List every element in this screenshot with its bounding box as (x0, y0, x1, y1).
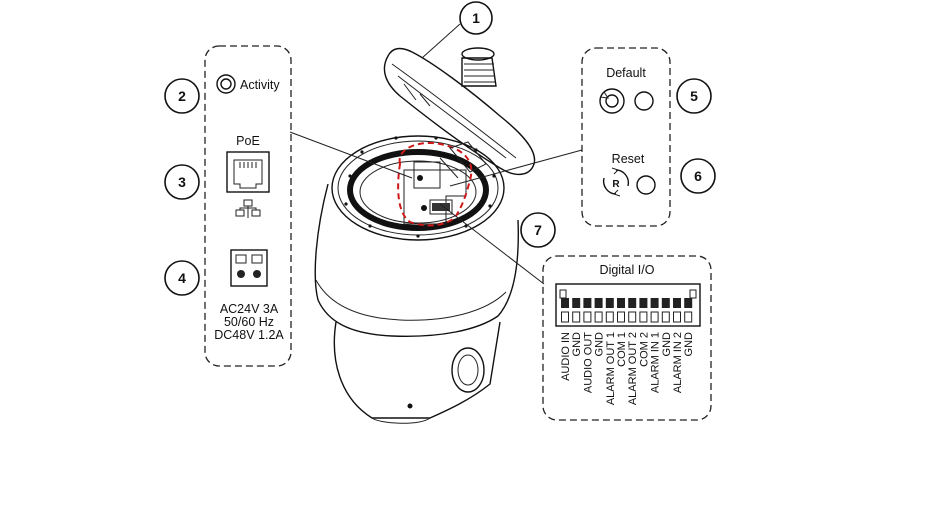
activity-led-icon (216, 74, 236, 94)
digital-io-title: Digital I/O (600, 263, 655, 277)
reset-button-group: Reset R (602, 152, 656, 197)
default-icon (599, 88, 625, 114)
network-icon (235, 199, 261, 218)
io-pin-10 (661, 298, 670, 323)
default-button[interactable] (634, 91, 654, 111)
io-pin-label-2: GND (571, 332, 583, 357)
callout-1: 1 (459, 1, 493, 35)
io-pin-label-6: COM 1 (616, 332, 628, 367)
io-pin-label-12: GND (683, 332, 695, 357)
poe-label: PoE (236, 134, 260, 148)
io-pin-12 (684, 298, 693, 323)
callout-1-number: 1 (472, 10, 480, 26)
callout-7-number: 7 (534, 222, 542, 238)
power-ac-spec: AC24V 3A (220, 302, 279, 316)
io-pin-3 (583, 298, 592, 323)
io-pin-label-5: ALARM OUT 1 (605, 332, 617, 405)
callout-3-number: 3 (178, 174, 186, 190)
io-pin-marks (561, 298, 693, 323)
io-pin-label-1: AUDIO IN (560, 332, 572, 381)
io-pin-label-3: AUDIO OUT (582, 332, 594, 393)
default-label: Default (606, 66, 646, 80)
callout-5-number: 5 (690, 88, 698, 104)
io-pin-1 (561, 298, 569, 323)
poe-port: PoE (226, 134, 270, 218)
io-pin-label-10: GND (661, 332, 673, 357)
power-connector-icon (230, 249, 268, 287)
io-pin-11 (673, 298, 681, 323)
power-terminal: AC24V 3A 50/60 Hz DC48V 1.2A (214, 249, 284, 342)
callout-2-number: 2 (178, 88, 186, 104)
callout-4-number: 4 (178, 270, 186, 286)
io-pin-6 (617, 298, 625, 323)
callout-6-number: 6 (694, 168, 702, 184)
digital-io-panel (542, 255, 712, 421)
reset-icon-glyph: R (612, 179, 620, 190)
callout-3: 3 (164, 164, 200, 200)
io-pin-8 (639, 298, 648, 323)
callout-7: 7 (520, 212, 556, 248)
left-connector-panel (204, 45, 292, 367)
rj45-port-icon (226, 151, 270, 193)
activity-indicator: Activity (216, 74, 280, 94)
io-pin-7 (628, 298, 637, 323)
callout-5: 5 (676, 78, 712, 114)
io-pin-label-7: ALARM OUT 2 (627, 332, 639, 405)
default-button-group: Default (599, 66, 654, 114)
io-pin-label-11: ALARM IN 2 (672, 332, 684, 393)
power-dc-spec: DC48V 1.2A (214, 328, 284, 342)
ptz-camera-illustration (314, 47, 536, 424)
reset-icon: R (602, 167, 630, 197)
buttons-panel (581, 47, 671, 227)
io-pin-label-8: COM 2 (638, 332, 650, 367)
io-pin-4 (594, 298, 603, 323)
callout-4: 4 (164, 260, 200, 296)
callout-2: 2 (164, 78, 200, 114)
reset-button[interactable] (636, 175, 656, 195)
io-pin-label-4: GND (594, 332, 606, 357)
activity-label: Activity (240, 78, 280, 92)
io-pin-2 (572, 298, 581, 323)
io-pin-label-9: ALARM IN 1 (650, 332, 662, 393)
io-pin-5 (605, 298, 614, 323)
io-pin-9 (650, 298, 659, 323)
leader-lines (289, 23, 583, 285)
reset-label: Reset (612, 152, 645, 166)
callout-6: 6 (680, 158, 716, 194)
power-frequency-spec: 50/60 Hz (224, 315, 274, 329)
